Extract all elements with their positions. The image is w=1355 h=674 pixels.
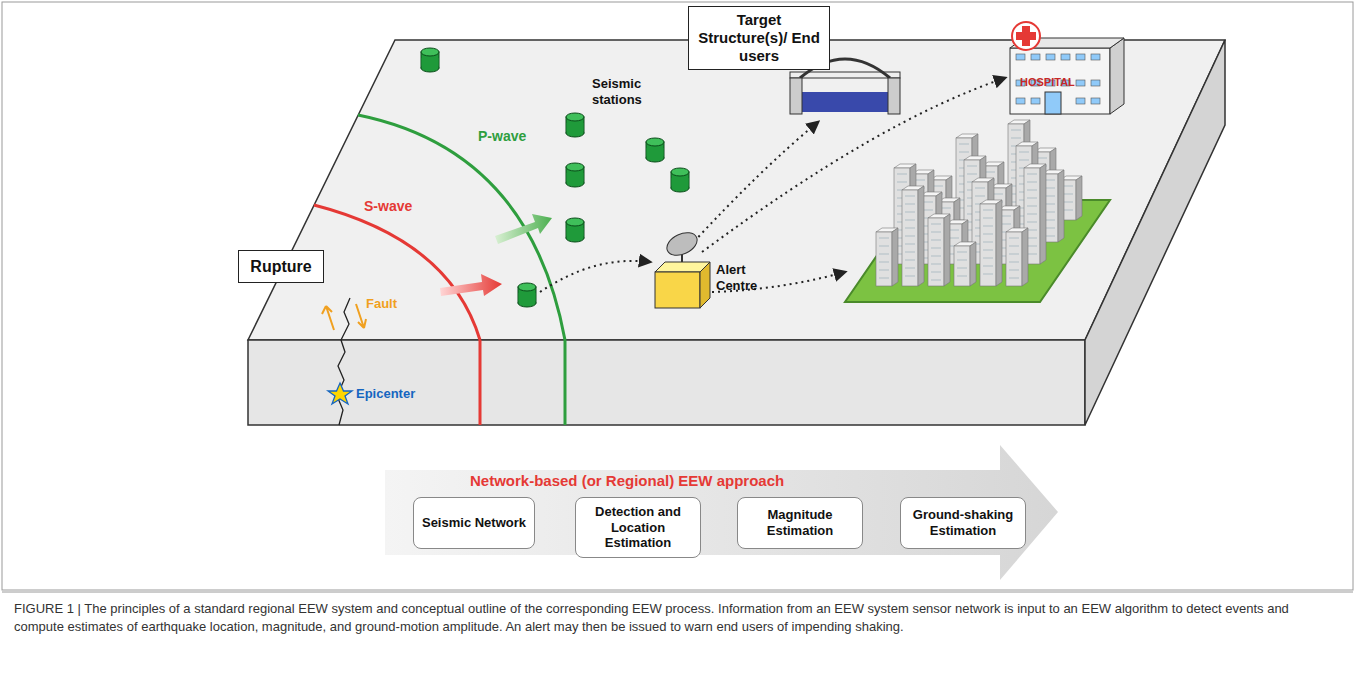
caption-rule bbox=[2, 592, 1353, 593]
label-box: Rupture bbox=[238, 250, 324, 283]
text-label: Epicenter bbox=[356, 386, 415, 402]
station-symbol bbox=[671, 168, 689, 192]
s-wave-front bbox=[314, 205, 480, 340]
text-label: Network-based (or Regional) EEW approach bbox=[470, 472, 784, 490]
node-text: Magnitude Estimation bbox=[744, 507, 856, 538]
epicenter-star bbox=[328, 383, 352, 404]
node-text: Rupture bbox=[247, 257, 315, 276]
hospital-building bbox=[1010, 48, 1110, 114]
process-arrow bbox=[385, 445, 1058, 580]
p-wave-front bbox=[564, 340, 567, 425]
station-symbol bbox=[566, 163, 584, 187]
s-wave-front bbox=[479, 340, 482, 425]
alert-link bbox=[690, 122, 818, 246]
data-link bbox=[540, 261, 650, 292]
seismic-stations bbox=[421, 48, 689, 307]
node-text: Ground-shaking Estimation bbox=[907, 507, 1019, 538]
bridge-pier bbox=[790, 78, 802, 114]
node-text: Target Structure(s)/ End users bbox=[695, 11, 823, 65]
fault-line bbox=[337, 298, 350, 425]
text-label: P-wave bbox=[478, 128, 526, 145]
text-label: S-wave bbox=[364, 198, 412, 215]
ground-top bbox=[248, 40, 1225, 340]
fault-arrow bbox=[322, 306, 334, 330]
station-symbol bbox=[566, 218, 584, 242]
dish-antenna bbox=[663, 228, 700, 260]
figure-caption: FIGURE 1 | The principles of a standard … bbox=[14, 600, 1339, 636]
text-label: Fault bbox=[366, 296, 397, 312]
station-symbol bbox=[646, 138, 664, 162]
text-label: Seismic stations bbox=[592, 76, 662, 107]
station-symbol bbox=[518, 283, 536, 307]
hospital-cross bbox=[1012, 22, 1040, 50]
alert-centre-box bbox=[655, 272, 700, 308]
node-text: Seismic Network bbox=[420, 515, 528, 531]
figure-frame bbox=[2, 2, 1353, 590]
bridge-pier bbox=[888, 78, 900, 114]
process-box: Detection and Location Estimation bbox=[575, 497, 701, 558]
node-text: Detection and Location Estimation bbox=[582, 504, 694, 551]
station-symbol bbox=[421, 48, 439, 72]
process-box: Magnitude Estimation bbox=[737, 497, 863, 549]
process-box: Ground-shaking Estimation bbox=[900, 497, 1026, 549]
s-wave-arrow bbox=[440, 274, 502, 296]
bridge-water bbox=[800, 92, 890, 112]
station-symbol bbox=[566, 113, 584, 137]
fault-arrow bbox=[356, 304, 366, 328]
hospital-door bbox=[1045, 92, 1061, 114]
process-box: Seismic Network bbox=[413, 497, 535, 549]
label-box: Target Structure(s)/ End users bbox=[688, 6, 830, 70]
hospital-building bbox=[1110, 38, 1124, 114]
p-wave-arrow bbox=[495, 214, 552, 244]
hospital-windows bbox=[1016, 54, 1100, 104]
city-buildings bbox=[876, 120, 1082, 286]
ground-front bbox=[248, 340, 1085, 425]
alert-centre-box bbox=[700, 262, 710, 308]
hospital-cross bbox=[1016, 26, 1036, 46]
text-label: Alert Centre bbox=[716, 262, 776, 293]
text-label: HOSPITAL bbox=[1020, 76, 1075, 89]
p-wave-front bbox=[358, 115, 565, 340]
